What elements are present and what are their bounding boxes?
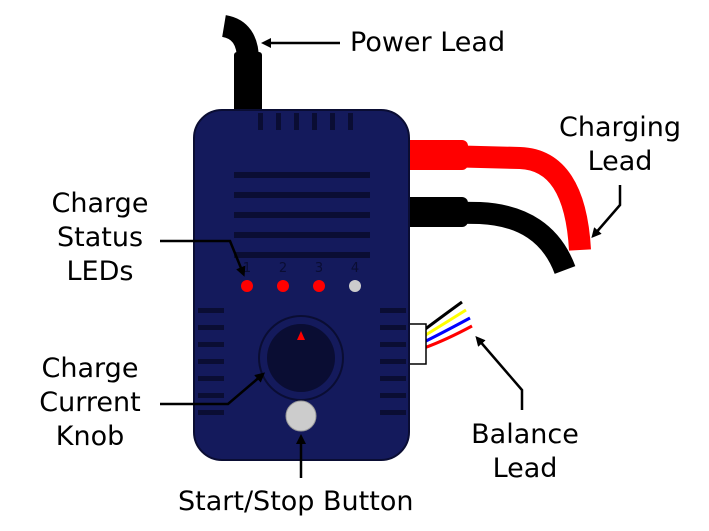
knob-label-line2: Current — [39, 387, 141, 418]
balance-wire-red — [423, 324, 473, 350]
status-leds-pointer — [160, 239, 246, 277]
charging-lead-label-line2: Lead — [587, 146, 653, 177]
led-number-3: 3 — [315, 261, 323, 276]
status-leds-label-line3: LEDs — [66, 256, 134, 287]
start-stop-button[interactable] — [285, 400, 317, 432]
knob-ring — [258, 315, 344, 401]
knob-indicator-icon — [297, 331, 305, 340]
led-number-1: 1 — [243, 261, 251, 276]
balance-wire-blue — [423, 316, 471, 344]
charging-lead-label-line1: Charging — [558, 112, 682, 143]
power-lead-label: Power Lead — [350, 27, 506, 58]
status-led-3 — [313, 280, 325, 292]
led-number-2: 2 — [279, 261, 287, 276]
status-led-4 — [349, 280, 361, 292]
status-leds-label-line1: Charge — [51, 188, 149, 219]
balance-wire-yellow — [423, 308, 467, 338]
charging-lead-red-boot — [400, 140, 468, 170]
balance-lead-pointer — [475, 335, 524, 410]
led-number-4: 4 — [351, 261, 359, 276]
charging-lead-red-cable — [404, 144, 591, 251]
knob-label-line1: Charge — [41, 353, 139, 384]
charging-lead-black-cable — [404, 201, 576, 275]
right-side-vents — [380, 308, 406, 415]
center-vent-bars — [234, 172, 370, 258]
power-lead-strain-relief — [234, 52, 262, 122]
start-stop-button-label: Start/Stop Button — [178, 486, 414, 517]
charging-lead-pointer — [591, 185, 622, 239]
status-led-2 — [277, 280, 289, 292]
charging-lead-black-boot — [400, 197, 468, 227]
top-vent-slots — [258, 113, 353, 130]
status-led-1 — [241, 280, 253, 292]
balance-lead-connector — [407, 323, 427, 365]
balance-lead-label-line2: Lead — [492, 453, 558, 484]
knob-pointer — [160, 372, 266, 406]
charge-current-knob[interactable] — [267, 324, 335, 392]
balance-lead-label-line1: Balance — [471, 419, 579, 450]
left-side-vents — [198, 308, 224, 415]
knob-label-line3: Knob — [55, 421, 125, 452]
status-leds-label-line2: Status — [56, 222, 144, 253]
